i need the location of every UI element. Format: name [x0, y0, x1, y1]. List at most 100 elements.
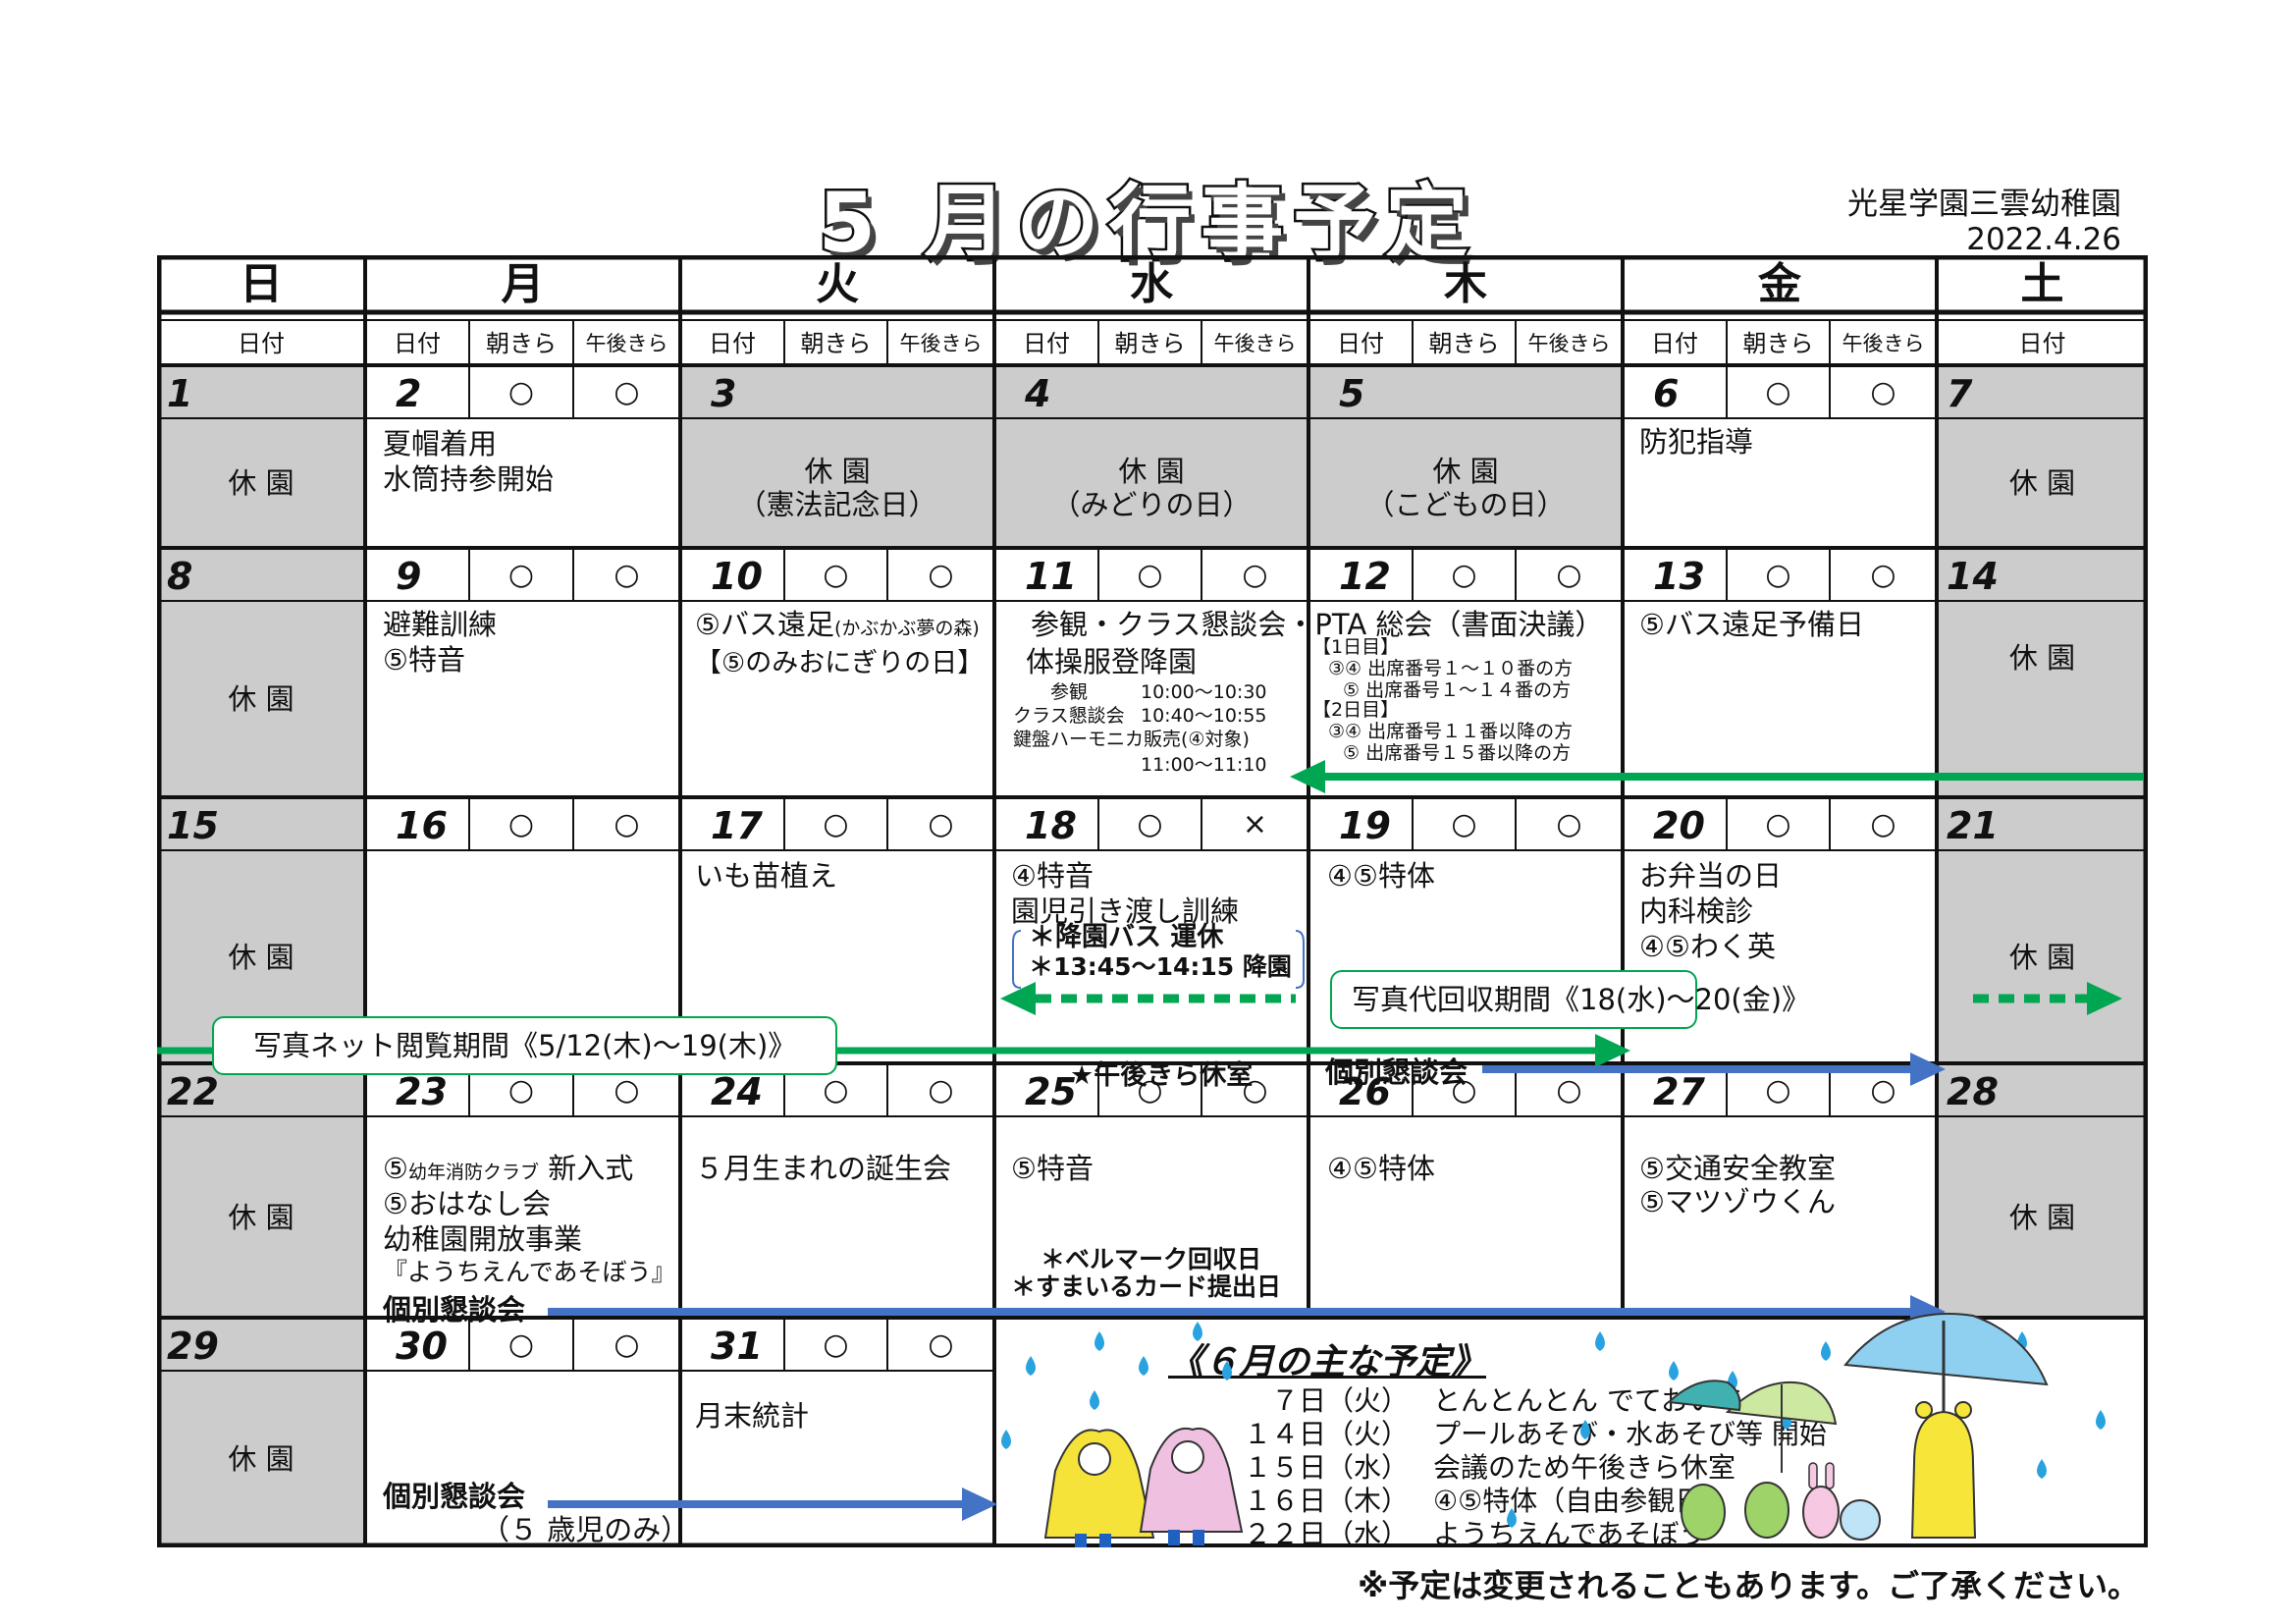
photo-collect-label: 写真代回収期間《18(水)〜20(金)》	[1330, 970, 1810, 1029]
morning-mark-30: ○	[507, 1327, 535, 1362]
may12-day2-a: ③④ 出席番号１１番以降の方	[1328, 721, 1574, 742]
may2-line1: 夏帽着用	[383, 427, 498, 460]
day-number-22: 22	[167, 1070, 219, 1113]
june-item-date: １４日（火）	[1243, 1418, 1409, 1450]
weekday-mon: 月	[501, 259, 545, 309]
may25-a: ⑤特音	[1011, 1152, 1094, 1185]
may11-line2: 体操服登降園	[1026, 645, 1198, 678]
day-number-26: 26	[1339, 1070, 1391, 1113]
morning-mark-19: ○	[1451, 807, 1477, 841]
afternoon-mark-10: ○	[928, 558, 954, 592]
may23-b: ⑤おはなし会	[383, 1187, 551, 1220]
may23-c: 幼稚園開放事業	[383, 1222, 583, 1256]
may12-day2-b: ⑤ 出席番号１５番以降の方	[1343, 742, 1572, 764]
morning-mark-31: ○	[823, 1327, 849, 1362]
morning-mark-24: ○	[823, 1073, 849, 1108]
subheader-afternoon: 午後きら	[1842, 332, 1925, 355]
may10-event: ⑤バス遠足(かぶかぶ夢の森)	[695, 607, 980, 642]
calendar-grid	[157, 255, 2148, 1547]
subheader-afternoon: 午後きら	[899, 332, 983, 355]
day-number-17: 17	[711, 804, 763, 847]
may11-sanshu-label: 参観	[1050, 681, 1089, 703]
afternoon-mark-26: ○	[1556, 1073, 1582, 1108]
day-number-1: 1	[167, 372, 193, 415]
may12-day1-b: ⑤ 出席番号１〜１４番の方	[1343, 679, 1572, 701]
afternoon-mark-12: ○	[1556, 558, 1582, 592]
morning-mark-10: ○	[823, 558, 849, 592]
day-number-31: 31	[711, 1325, 763, 1368]
closed-sun-w2: 休 園	[228, 682, 294, 716]
afternoon-mark-30: ○	[614, 1327, 640, 1362]
june-item-date: ２２日（水）	[1243, 1518, 1409, 1550]
closed-sat-w4: 休 園	[2008, 1201, 2076, 1234]
june-title: 《６月の主な予定》	[1168, 1342, 1487, 1382]
may11-class-time: 10:40〜10:55	[1141, 705, 1267, 727]
footnote: ※予定は変更されることもあります。ご了承ください。	[1358, 1567, 2139, 1604]
subheader-date: 日付	[1023, 330, 1070, 357]
kobetsu-week4-label: 個別懇談会	[383, 1293, 526, 1326]
day-number-23: 23	[396, 1070, 448, 1113]
may5-holiday: （こどもの日）	[1365, 488, 1566, 521]
may23-a-prefix: ⑤	[383, 1152, 408, 1185]
calendar: 日 月 火 水 木 金 土 日付日付日付朝きら午後きら日付朝きら午後きら日付朝き…	[157, 255, 2148, 1550]
may23-a: ⑤幼年消防クラブ 新入式	[383, 1151, 633, 1186]
may11-line1: 参観・クラス懇談会・PTA 総会（書面決議）	[1031, 608, 1604, 641]
may12-day2: 【2日目】	[1312, 699, 1400, 721]
day-number-21: 21	[1947, 804, 1999, 847]
morning-mark-20: ○	[1765, 807, 1791, 841]
may23-a-rest: 新入式	[539, 1152, 634, 1185]
afternoon-mark-16: ○	[614, 807, 640, 841]
may4-closed: 休 園	[1118, 455, 1185, 488]
may10-main: ⑤バス遠足	[695, 608, 834, 641]
may25-c: ＊すまいるカード提出日	[1011, 1272, 1282, 1301]
may18-a: ④特音	[1011, 859, 1094, 893]
may30-b: （５ 歳児のみ）	[481, 1513, 690, 1546]
may17-event: いも苗植え	[695, 859, 838, 893]
may23-a-small: 幼年消防クラブ	[408, 1162, 540, 1183]
day-number-20: 20	[1653, 804, 1705, 847]
morning-mark-6: ○	[1765, 375, 1791, 409]
may12-day1-a: ③④ 出席番号１〜１０番の方	[1328, 658, 1574, 679]
may9-line1: 避難訓練	[383, 608, 498, 641]
may18-afternoon-closed: ★午後きら休室	[1070, 1060, 1254, 1091]
afternoon-mark-2: ○	[614, 375, 640, 409]
subheader-date: 日付	[394, 330, 441, 357]
afternoon-mark-25: ○	[1242, 1073, 1268, 1108]
school-name: 光星学園三雲幼稚園	[1847, 187, 2121, 222]
day-number-6: 6	[1653, 372, 1680, 415]
subheader-date: 日付	[1651, 330, 1698, 357]
afternoon-mark-6: ○	[1870, 375, 1896, 409]
closed-day-shading	[157, 365, 2148, 1547]
photo-net-label: 写真ネット閲覧期間《5/12(木)〜19(木)》	[212, 1016, 838, 1075]
day-number-13: 13	[1653, 555, 1705, 598]
may6-event: 防犯指導	[1639, 425, 1754, 459]
day-number-5: 5	[1339, 372, 1365, 415]
afternoon-mark-11: ○	[1242, 558, 1268, 592]
morning-mark-26: ○	[1451, 1073, 1477, 1108]
weekday-thu: 木	[1444, 259, 1487, 309]
may23-d: 『ようちえんであそぼう』	[383, 1258, 676, 1286]
morning-mark-17: ○	[823, 807, 849, 841]
may10-place: (かぶかぶ夢の森)	[834, 618, 980, 639]
day-number-10: 10	[711, 555, 763, 598]
weekday-tue: 火	[816, 259, 859, 309]
may11-harmonica: 鍵盤ハーモニカ販売(④対象)	[1013, 729, 1250, 750]
closed-sat-w1: 休 園	[2008, 466, 2076, 500]
morning-mark-23: ○	[507, 1073, 535, 1108]
weekday-sun: 日	[240, 259, 283, 309]
subheader-date: 日付	[1337, 330, 1384, 357]
subheader-date: 日付	[709, 330, 756, 357]
may11-sanshu-time: 10:00〜10:30	[1141, 681, 1267, 703]
closed-sat-w3: 休 園	[2008, 941, 2076, 974]
may3-closed: 休 園	[804, 455, 871, 488]
day-number-27: 27	[1653, 1070, 1705, 1113]
day-number-18: 18	[1025, 804, 1077, 847]
afternoon-mark-19: ○	[1556, 807, 1582, 841]
june-item-date: １５日（水）	[1243, 1451, 1409, 1484]
may18-b: 園児引き渡し訓練	[1011, 894, 1240, 928]
afternoon-mark-23: ○	[614, 1073, 640, 1108]
day-number-16: 16	[396, 804, 448, 847]
may30-a: 個別懇談会	[383, 1480, 526, 1513]
day-number-9: 9	[396, 555, 422, 598]
may24-event: ５月生まれの誕生会	[695, 1152, 952, 1185]
